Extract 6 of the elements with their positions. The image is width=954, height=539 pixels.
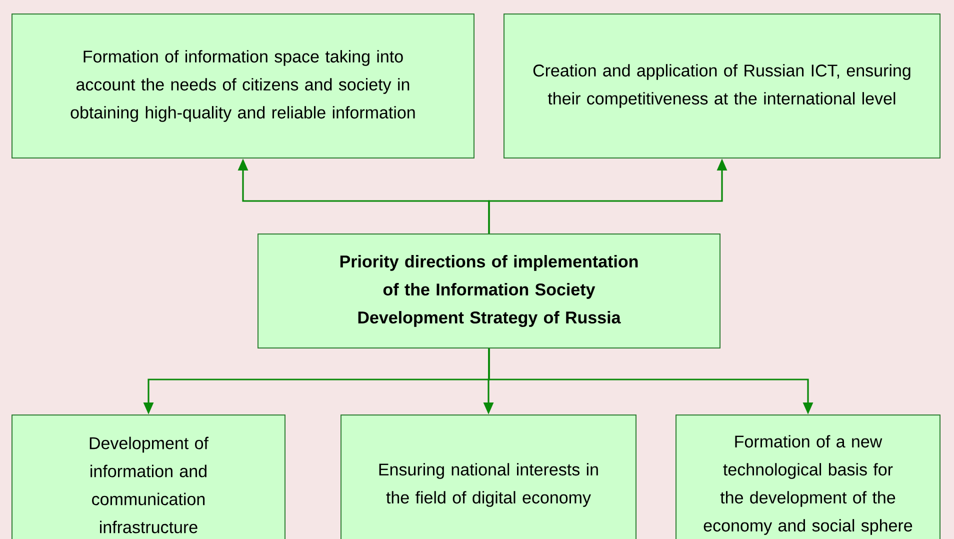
title-box: Priority directions of implementation of the Information Society Development Strategy of Russia xyxy=(258,234,720,348)
text-box: Formation of information space taking into account the needs of citizens and society in obtaining high-quality and reliable information xyxy=(12,14,474,158)
text-box: Creation and application of Russian ICT, ensuring their competitiveness at the international level xyxy=(504,14,940,158)
text-box: Development of information and communication infrastructure xyxy=(12,414,286,539)
text-box: Formation of a new technological basis for the development of the economy and social sphere xyxy=(676,414,940,539)
text-box: Ensuring national interests in the field of digital economy xyxy=(340,414,636,539)
